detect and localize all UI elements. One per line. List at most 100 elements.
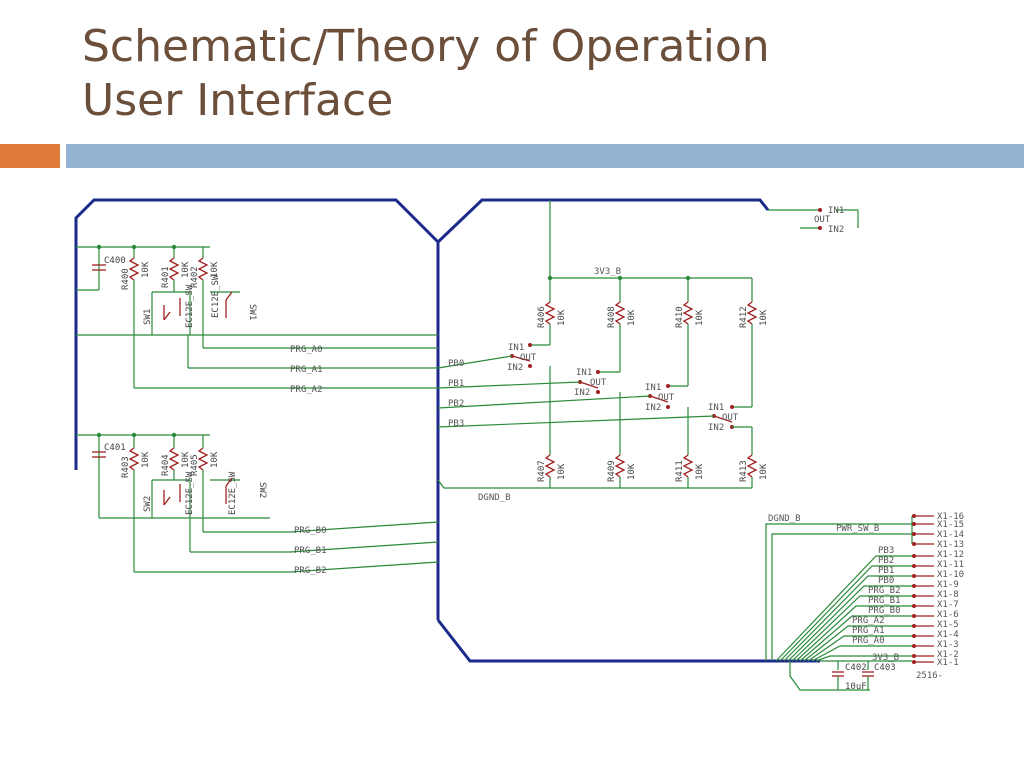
- net-label-prg-b1: PRG_B1: [294, 546, 327, 556]
- connector-block: DGND_B PWR_SW_B PB3 PB2 PB1 PB0 PRG_B2 P…: [765, 512, 964, 692]
- svg-text:R400: R400: [121, 268, 131, 290]
- resistor-r403: [128, 435, 140, 572]
- svg-text:IN2: IN2: [574, 388, 590, 398]
- svg-text:IN1: IN1: [645, 383, 661, 393]
- svg-text:10K: 10K: [695, 463, 705, 480]
- svg-text:SW2: SW2: [257, 482, 267, 498]
- connector-pwr-label: PWR_SW_B: [836, 524, 879, 534]
- svg-text:10K: 10K: [141, 451, 151, 468]
- svg-text:SW2: SW2: [143, 496, 153, 512]
- svg-text:PRG_B1: PRG_B1: [868, 596, 901, 606]
- svg-text:R402: R402: [190, 266, 200, 288]
- svg-text:R407: R407: [537, 460, 547, 482]
- resistor-r402: [197, 247, 209, 348]
- svg-text:OUT: OUT: [722, 413, 739, 423]
- svg-text:3V3_B: 3V3_B: [872, 653, 899, 663]
- svg-text:EC12E_SW: EC12E_SW: [185, 284, 195, 328]
- left-bus-outline: [74, 198, 440, 620]
- svg-text:IN1: IN1: [576, 368, 592, 378]
- svg-text:X1-9: X1-9: [937, 580, 959, 590]
- svg-text:X1-8: X1-8: [937, 590, 959, 600]
- resistor-r413: [746, 427, 758, 488]
- svg-text:R413: R413: [739, 460, 749, 482]
- svg-text:IN2: IN2: [708, 423, 724, 433]
- svg-text:X1-10: X1-10: [937, 570, 964, 580]
- net-label-pb0: PB0: [448, 359, 464, 369]
- c403-label: C403: [874, 663, 896, 673]
- svg-text:X1-3: X1-3: [937, 640, 959, 650]
- svg-text:10K: 10K: [181, 451, 191, 468]
- slide-title: Schematic/Theory of Operation User Inter…: [82, 20, 770, 128]
- svg-text:R410: R410: [675, 306, 685, 328]
- net-label-prg-b0: PRG_B0: [294, 526, 327, 536]
- svg-text:PRG_B2: PRG_B2: [868, 586, 901, 596]
- svg-text:R401: R401: [161, 266, 171, 288]
- net-label-pb2: PB2: [448, 399, 464, 409]
- svg-text:IN2: IN2: [645, 403, 661, 413]
- mux-0: IN1 OUT IN2: [507, 343, 550, 373]
- bottom-bus-outline: [436, 619, 820, 663]
- accent-bar: [0, 144, 60, 168]
- mux-2: IN1 OUT IN2: [645, 383, 675, 413]
- svg-text:R403: R403: [121, 456, 131, 478]
- svg-text:PRG_B0: PRG_B0: [868, 606, 901, 616]
- svg-text:X1-4: X1-4: [937, 630, 959, 640]
- svg-text:OUT: OUT: [814, 215, 831, 225]
- svg-text:10K: 10K: [181, 261, 191, 278]
- svg-text:X1-13: X1-13: [937, 540, 964, 550]
- svg-text:OUT: OUT: [658, 393, 675, 403]
- c400-label: C400: [104, 256, 126, 266]
- resistor-r410: [682, 278, 694, 386]
- svg-text:X1-11: X1-11: [937, 560, 964, 570]
- svg-text:IN1: IN1: [708, 403, 724, 413]
- divider-bar: [66, 144, 1024, 168]
- connector-fan: [775, 555, 912, 662]
- svg-text:PRG_A1: PRG_A1: [852, 626, 885, 636]
- svg-text:R404: R404: [161, 454, 171, 476]
- svg-text:SW1: SW1: [143, 309, 153, 325]
- svg-text:OUT: OUT: [520, 353, 537, 363]
- resistor-r404: [168, 435, 180, 480]
- resistor-r412: [746, 278, 758, 396]
- resistor-r406: [544, 278, 556, 345]
- svg-text:R409: R409: [607, 460, 617, 482]
- svg-text:PB0: PB0: [878, 576, 894, 586]
- svg-text:SW1: SW1: [247, 304, 257, 320]
- net-label-prg-b2: PRG_B2: [294, 566, 327, 576]
- resistor-r401: [168, 247, 180, 292]
- svg-text:IN1: IN1: [828, 206, 844, 216]
- svg-text:EC12E_SW: EC12E_SW: [228, 471, 238, 515]
- svg-text:PB1: PB1: [878, 566, 894, 576]
- cap-value-label: 10uF: [845, 682, 867, 692]
- svg-text:X1-2: X1-2: [937, 650, 959, 660]
- svg-text:R411: R411: [675, 460, 685, 482]
- svg-text:X1-16: X1-16: [937, 512, 964, 522]
- svg-text:10K: 10K: [695, 309, 705, 326]
- svg-text:EC12E_SW: EC12E_SW: [185, 471, 195, 515]
- connector-gnd-label: DGND_B: [768, 514, 801, 524]
- svg-text:10K: 10K: [759, 463, 769, 480]
- resistor-r411: [682, 407, 694, 488]
- svg-text:10K: 10K: [627, 309, 637, 326]
- svg-text:R412: R412: [739, 306, 749, 328]
- resistor-r409: [614, 392, 626, 488]
- svg-text:OUT: OUT: [590, 378, 607, 388]
- svg-text:10K: 10K: [557, 463, 567, 480]
- svg-text:10K: 10K: [759, 309, 769, 326]
- svg-text:X1-12: X1-12: [937, 550, 964, 560]
- svg-text:10K: 10K: [210, 261, 220, 278]
- resistor-r400: [128, 247, 140, 388]
- left-bottom-block: C401 R403 10K R404 10K R405 10K: [76, 432, 439, 576]
- net-label-prg-a2: PRG_A2: [290, 385, 323, 395]
- top-right-mux: IN1 OUT IN2: [768, 206, 859, 235]
- resistor-r407: [544, 366, 556, 488]
- svg-text:10K: 10K: [557, 309, 567, 326]
- right-block: 3V3_B R406 10K R408 10K R410 10K R412: [437, 200, 769, 503]
- svg-text:IN2: IN2: [828, 225, 844, 235]
- svg-text:10K: 10K: [141, 261, 151, 278]
- svg-text:10K: 10K: [627, 463, 637, 480]
- svg-text:10K: 10K: [210, 451, 220, 468]
- net-label-prg-a0: PRG_A0: [290, 345, 323, 355]
- c402-label: C402: [845, 663, 867, 673]
